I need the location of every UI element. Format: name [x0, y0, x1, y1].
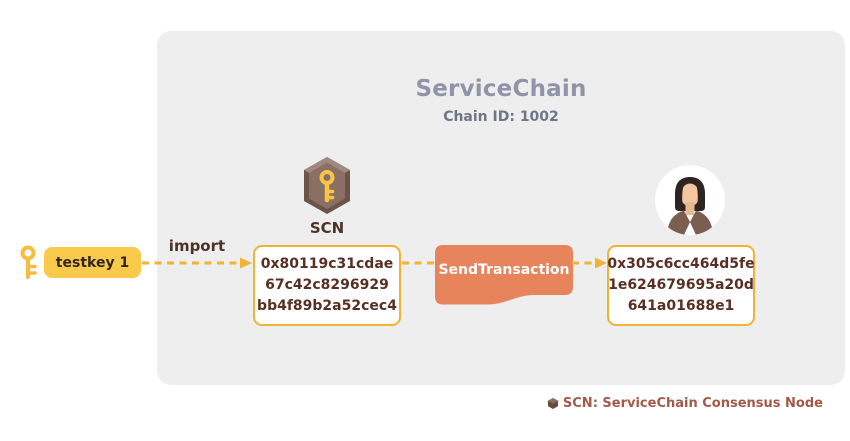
import-edge-label: import [168, 237, 226, 255]
legend: SCN: ServiceChain Consensus Node [547, 396, 823, 411]
send-transaction-label: SendTransaction [438, 262, 570, 278]
address-line: 0x80119c31cdae [260, 256, 394, 272]
legend-text: SCN: ServiceChain Consensus Node [562, 396, 823, 411]
address-line: 67c42c8296929 [265, 277, 389, 293]
person-avatar [655, 165, 725, 235]
testkey-label: testkey 1 [55, 254, 130, 271]
cube-bullet-icon [547, 398, 558, 409]
panel-title: ServiceChain [415, 76, 587, 102]
address-out-node: 0x305c6cc464d5fe 1e624679695a20d 641a016… [607, 245, 755, 326]
address-line: 0x305c6cc464d5fe [607, 256, 755, 272]
send-transaction-node [435, 245, 573, 305]
servicechain-panel [157, 31, 845, 385]
address-line: 1e624679695a20d [608, 277, 754, 293]
scn-node-label: SCN [309, 219, 345, 237]
key-icon [18, 245, 40, 279]
address-in-node: 0x80119c31cdae 67c42c8296929 bb4f89b2a52… [253, 245, 401, 326]
dashed-arrow-import [141, 255, 254, 271]
address-line: 641a01688e1 [627, 298, 735, 314]
dashed-arrow-sendtx [572, 255, 608, 271]
testkey-node: testkey 1 [44, 247, 141, 278]
chain-id-subtitle: Chain ID: 1002 [443, 109, 559, 125]
cube-key-icon [303, 156, 351, 216]
address-line: bb4f89b2a52cec4 [257, 298, 397, 314]
dashed-connector [401, 255, 436, 271]
